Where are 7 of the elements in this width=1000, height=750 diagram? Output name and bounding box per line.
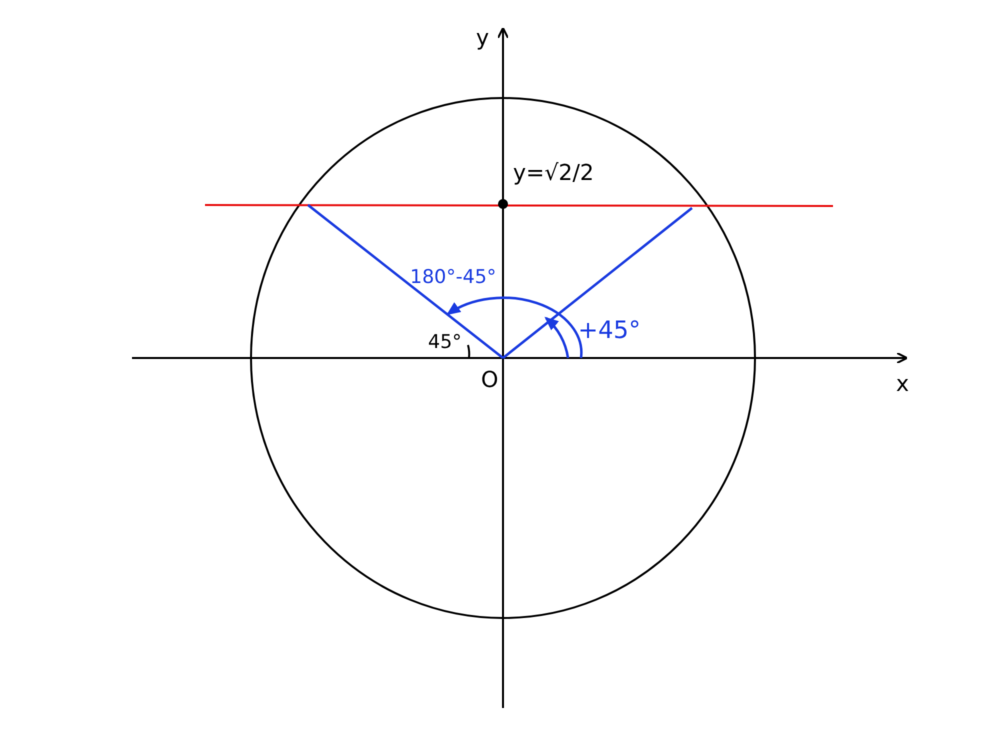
- origin-label: O: [481, 370, 498, 392]
- angle-label: 45°: [428, 333, 462, 352]
- axis-label: y: [476, 28, 490, 50]
- angle-label: 180°-45°: [410, 268, 496, 287]
- angle-label: +45°: [578, 318, 641, 342]
- equation-label: y=√2/2: [513, 163, 594, 185]
- axis-label: x: [896, 374, 910, 396]
